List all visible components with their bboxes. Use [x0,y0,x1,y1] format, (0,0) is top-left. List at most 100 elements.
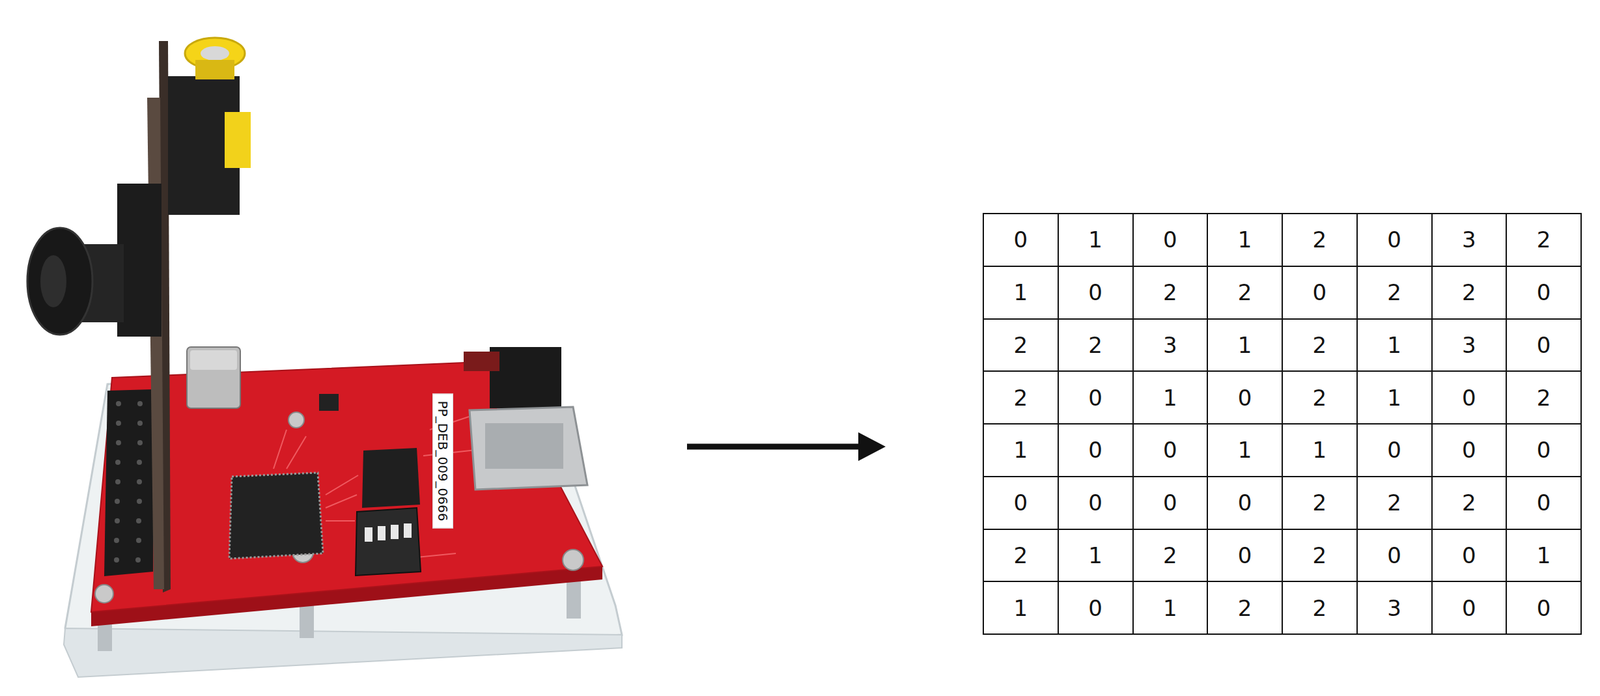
table-cell: 0 [1431,581,1507,635]
table-cell: 0 [983,476,1059,530]
table-cell: 2 [1282,476,1358,530]
table-cell: 2 [1282,319,1358,372]
table-cell: 0 [1207,529,1283,583]
slide-switch [463,351,500,372]
table-cell: 0 [1058,371,1134,424]
table-cell: 2 [1282,371,1358,424]
table-cell: 3 [1357,581,1432,635]
table-cell: 2 [1207,581,1283,635]
table-cell: 0 [1133,476,1208,530]
square-chip [362,448,421,508]
table-cell: 2 [983,529,1059,583]
qfp-chip [229,472,323,559]
lens-glass [40,255,67,308]
table-row: 10122300 [983,581,1582,635]
table-cell: 2 [1282,529,1358,583]
table-cell: 1 [983,266,1059,320]
table-cell: 1 [1058,529,1134,583]
table-cell: 0 [1357,423,1432,477]
pin-header [104,389,154,577]
table-cell: 2 [1207,266,1283,320]
table-cell: 3 [1431,319,1507,372]
table-cell: 0 [1431,371,1507,424]
table-cell: 0 [1133,423,1208,477]
table-cell: 1 [983,423,1059,477]
rca-neck [195,59,235,80]
table-cell: 2 [1282,581,1358,635]
table-cell: 1 [1207,423,1283,477]
arrow-shaft [687,444,861,450]
table-cell: 2 [1506,213,1582,267]
table-cell: 0 [1506,476,1582,530]
table-cell: 1 [1207,319,1283,372]
board-id-sticker: PP_DEB_009_0666 [432,393,454,529]
table-cell: 1 [1357,371,1432,424]
acrylic-edge [63,628,622,678]
table-cell: 0 [1506,581,1582,635]
rca-center [200,46,230,61]
table-row: 10011000 [983,423,1582,477]
table-cell: 0 [983,213,1059,267]
table-cell: 2 [1357,266,1432,320]
table-cell: 2 [1506,371,1582,424]
table-row: 10220220 [983,266,1582,320]
table-cell: 0 [1133,213,1208,267]
table-cell: 0 [1058,476,1134,530]
dip-socket [355,507,421,576]
table-cell: 1 [983,581,1059,635]
table-cell: 0 [1431,423,1507,477]
table-cell: 1 [1506,529,1582,583]
table-cell: 2 [1282,213,1358,267]
table-cell: 0 [1506,266,1582,320]
metal-can-top [190,350,238,370]
table-cell: 2 [983,371,1059,424]
table-cell: 2 [1058,319,1134,372]
table-row: 00002220 [983,476,1582,530]
table-cell: 0 [1506,423,1582,477]
table-cell: 2 [1431,476,1507,530]
table-cell: 0 [1357,529,1432,583]
camera-board-face [147,97,165,590]
table-row: 20102102 [983,371,1582,424]
table-cell: 1 [1058,213,1134,267]
table-row: 01012032 [983,213,1582,267]
table-cell: 1 [1207,213,1283,267]
table-cell: 3 [1133,319,1208,372]
table-cell: 0 [1357,213,1432,267]
usb-connector [469,407,588,490]
table-cell: 0 [1058,423,1134,477]
table-cell: 1 [1357,319,1432,372]
table-row: 22312130 [983,319,1582,372]
table-cell: 1 [1133,371,1208,424]
camera-module [117,183,162,337]
small-ic [319,393,339,411]
table-cell: 2 [1357,476,1432,530]
table-cell: 2 [1133,529,1208,583]
table-row: 21202001 [983,529,1582,583]
pixel-value-table: 0101203210220220223121302010210210011000… [982,212,1582,635]
table-cell: 2 [983,319,1059,372]
table-cell: 3 [1431,213,1507,267]
screw [562,549,584,571]
table-cell: 0 [1506,319,1582,372]
screw [288,412,305,428]
table-cell: 0 [1058,581,1134,635]
lens-front [27,227,93,335]
arrow-head [858,432,886,462]
table-cell: 1 [1282,423,1358,477]
dc-jack [489,347,562,409]
table-cell: 0 [1207,371,1283,424]
rca-yellow-side [224,112,251,169]
dip-pins [364,523,412,542]
table-cell: 0 [1282,266,1358,320]
table-cell: 2 [1431,266,1507,320]
metal-can [186,347,241,409]
table-cell: 0 [1207,476,1283,530]
header-holes [113,401,143,563]
table-body: 0101203210220220223121302010210210011000… [983,213,1582,635]
table-cell: 0 [1058,266,1134,320]
table-cell: 1 [1133,581,1208,635]
table-cell: 2 [1133,266,1208,320]
usb-opening [485,423,564,469]
